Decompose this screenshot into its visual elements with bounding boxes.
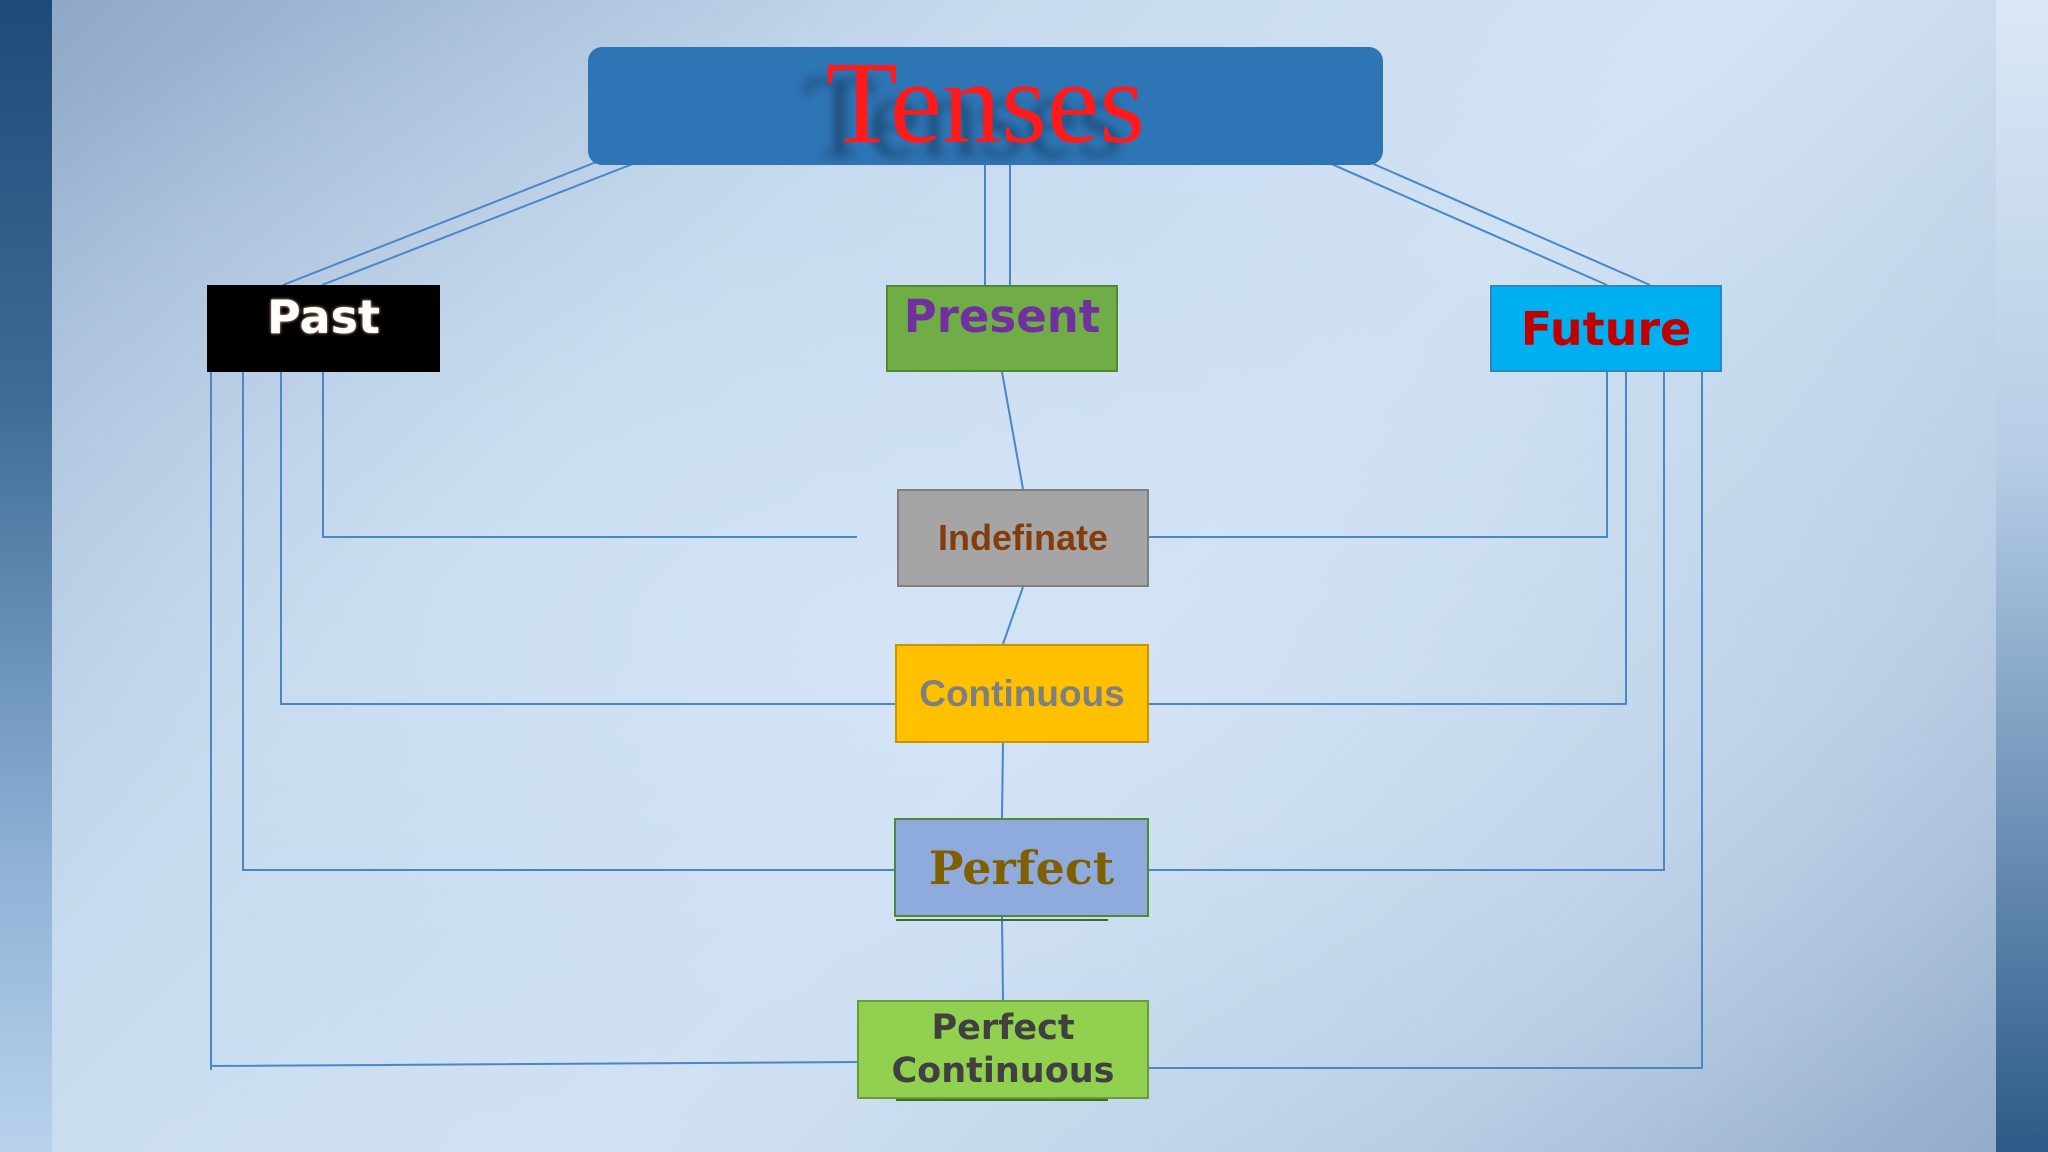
- perfect-continuous-label: Perfect Continuous: [891, 1007, 1115, 1091]
- indefinate-label: Indefinate: [937, 517, 1108, 558]
- present-label: Present: [903, 290, 1101, 343]
- right-border-band: [1996, 0, 2048, 1152]
- perfect-label: Perfect: [928, 840, 1115, 895]
- perfect-node: Perfect: [894, 818, 1149, 917]
- diagram-title: Tenses: [825, 37, 1146, 168]
- future-node: Future: [1490, 285, 1722, 372]
- past-node: Past: [207, 285, 440, 372]
- indefinate-node: Indefinate: [897, 489, 1149, 587]
- continuous-node: Continuous: [895, 644, 1149, 743]
- present-node: Present: [886, 285, 1118, 372]
- future-label: Future: [1520, 301, 1692, 356]
- continuous-label: Continuous: [919, 672, 1125, 714]
- perfect-continuous-node: Perfect Continuous: [857, 1000, 1149, 1099]
- left-border-band: [0, 0, 52, 1152]
- title-box: Tenses: [588, 37, 1383, 168]
- past-label: Past: [267, 289, 380, 344]
